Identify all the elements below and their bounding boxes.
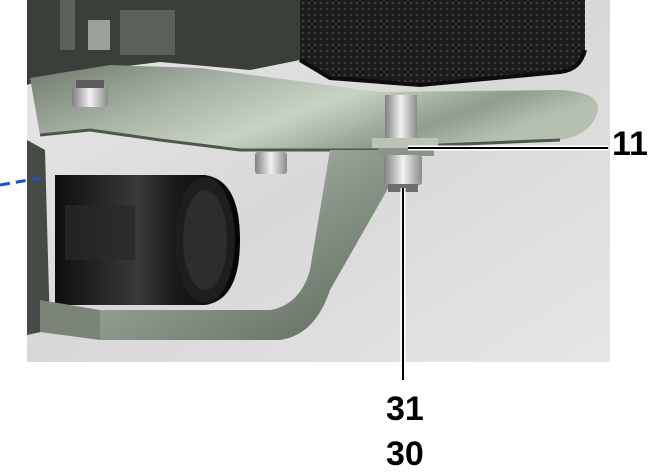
photo <box>27 0 610 362</box>
callout-label-31: 31 <box>386 390 424 428</box>
mesh-cover <box>300 0 585 85</box>
bracket-strut-lower <box>40 300 100 340</box>
bracket-plate <box>30 65 599 150</box>
bolt-upper-left <box>72 80 108 107</box>
bracket-strut <box>95 150 410 340</box>
engine-fitting <box>88 20 110 50</box>
oil-filter <box>55 175 240 305</box>
bolt-middle <box>255 152 287 174</box>
engine-detail <box>60 0 175 55</box>
callout-label-11: 11 <box>612 125 648 163</box>
mesh-cover-rim <box>298 49 587 88</box>
bracket-plate-edge <box>39 128 561 152</box>
callout-label-30: 30 <box>386 435 424 473</box>
dashed-pointer <box>0 176 41 187</box>
frame-left <box>27 140 50 335</box>
